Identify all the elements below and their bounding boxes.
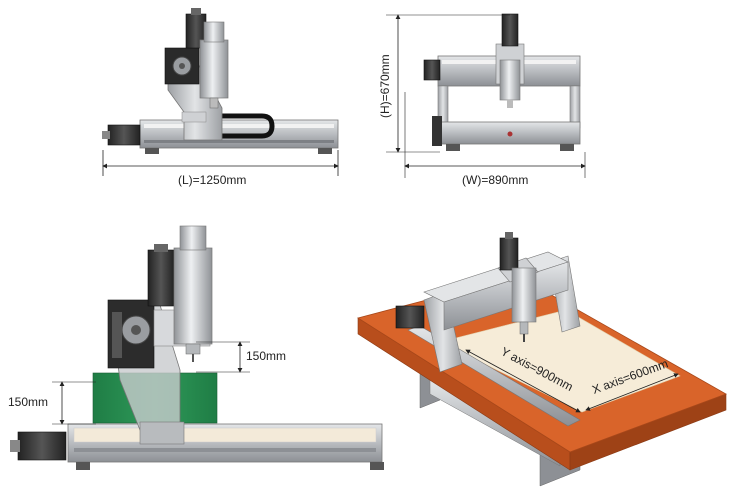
side-cable-chain	[200, 113, 275, 139]
clearance-spindle	[173, 247, 213, 345]
side-view: (L)=1250mm	[102, 8, 339, 187]
clearance-x-motor	[17, 431, 67, 461]
side-x-motor	[107, 124, 141, 146]
width-label: (W)=890mm	[462, 173, 528, 187]
x-axis-dim-line	[585, 373, 679, 411]
side-spindle	[199, 39, 229, 99]
front-z-motor	[501, 13, 519, 47]
gantry-clearance-label: 150mm	[8, 395, 48, 409]
front-spindle	[499, 59, 521, 101]
y-axis-dim-line	[465, 349, 581, 413]
clearance-view: 150mm 150mm	[8, 225, 384, 470]
iso-spindle	[511, 267, 537, 323]
iso-z-motor	[499, 237, 519, 271]
clearance-z-motor	[147, 249, 175, 307]
length-label: (L)=1250mm	[178, 173, 246, 187]
z-travel-label: 150mm	[246, 349, 286, 363]
front-view: (H)=670mm (W)=890mm	[378, 13, 586, 187]
height-label: (H)=670mm	[378, 54, 392, 118]
isometric-view: Y axis=900mm X axis=600mm	[357, 232, 727, 487]
iso-x-motor	[395, 305, 425, 329]
